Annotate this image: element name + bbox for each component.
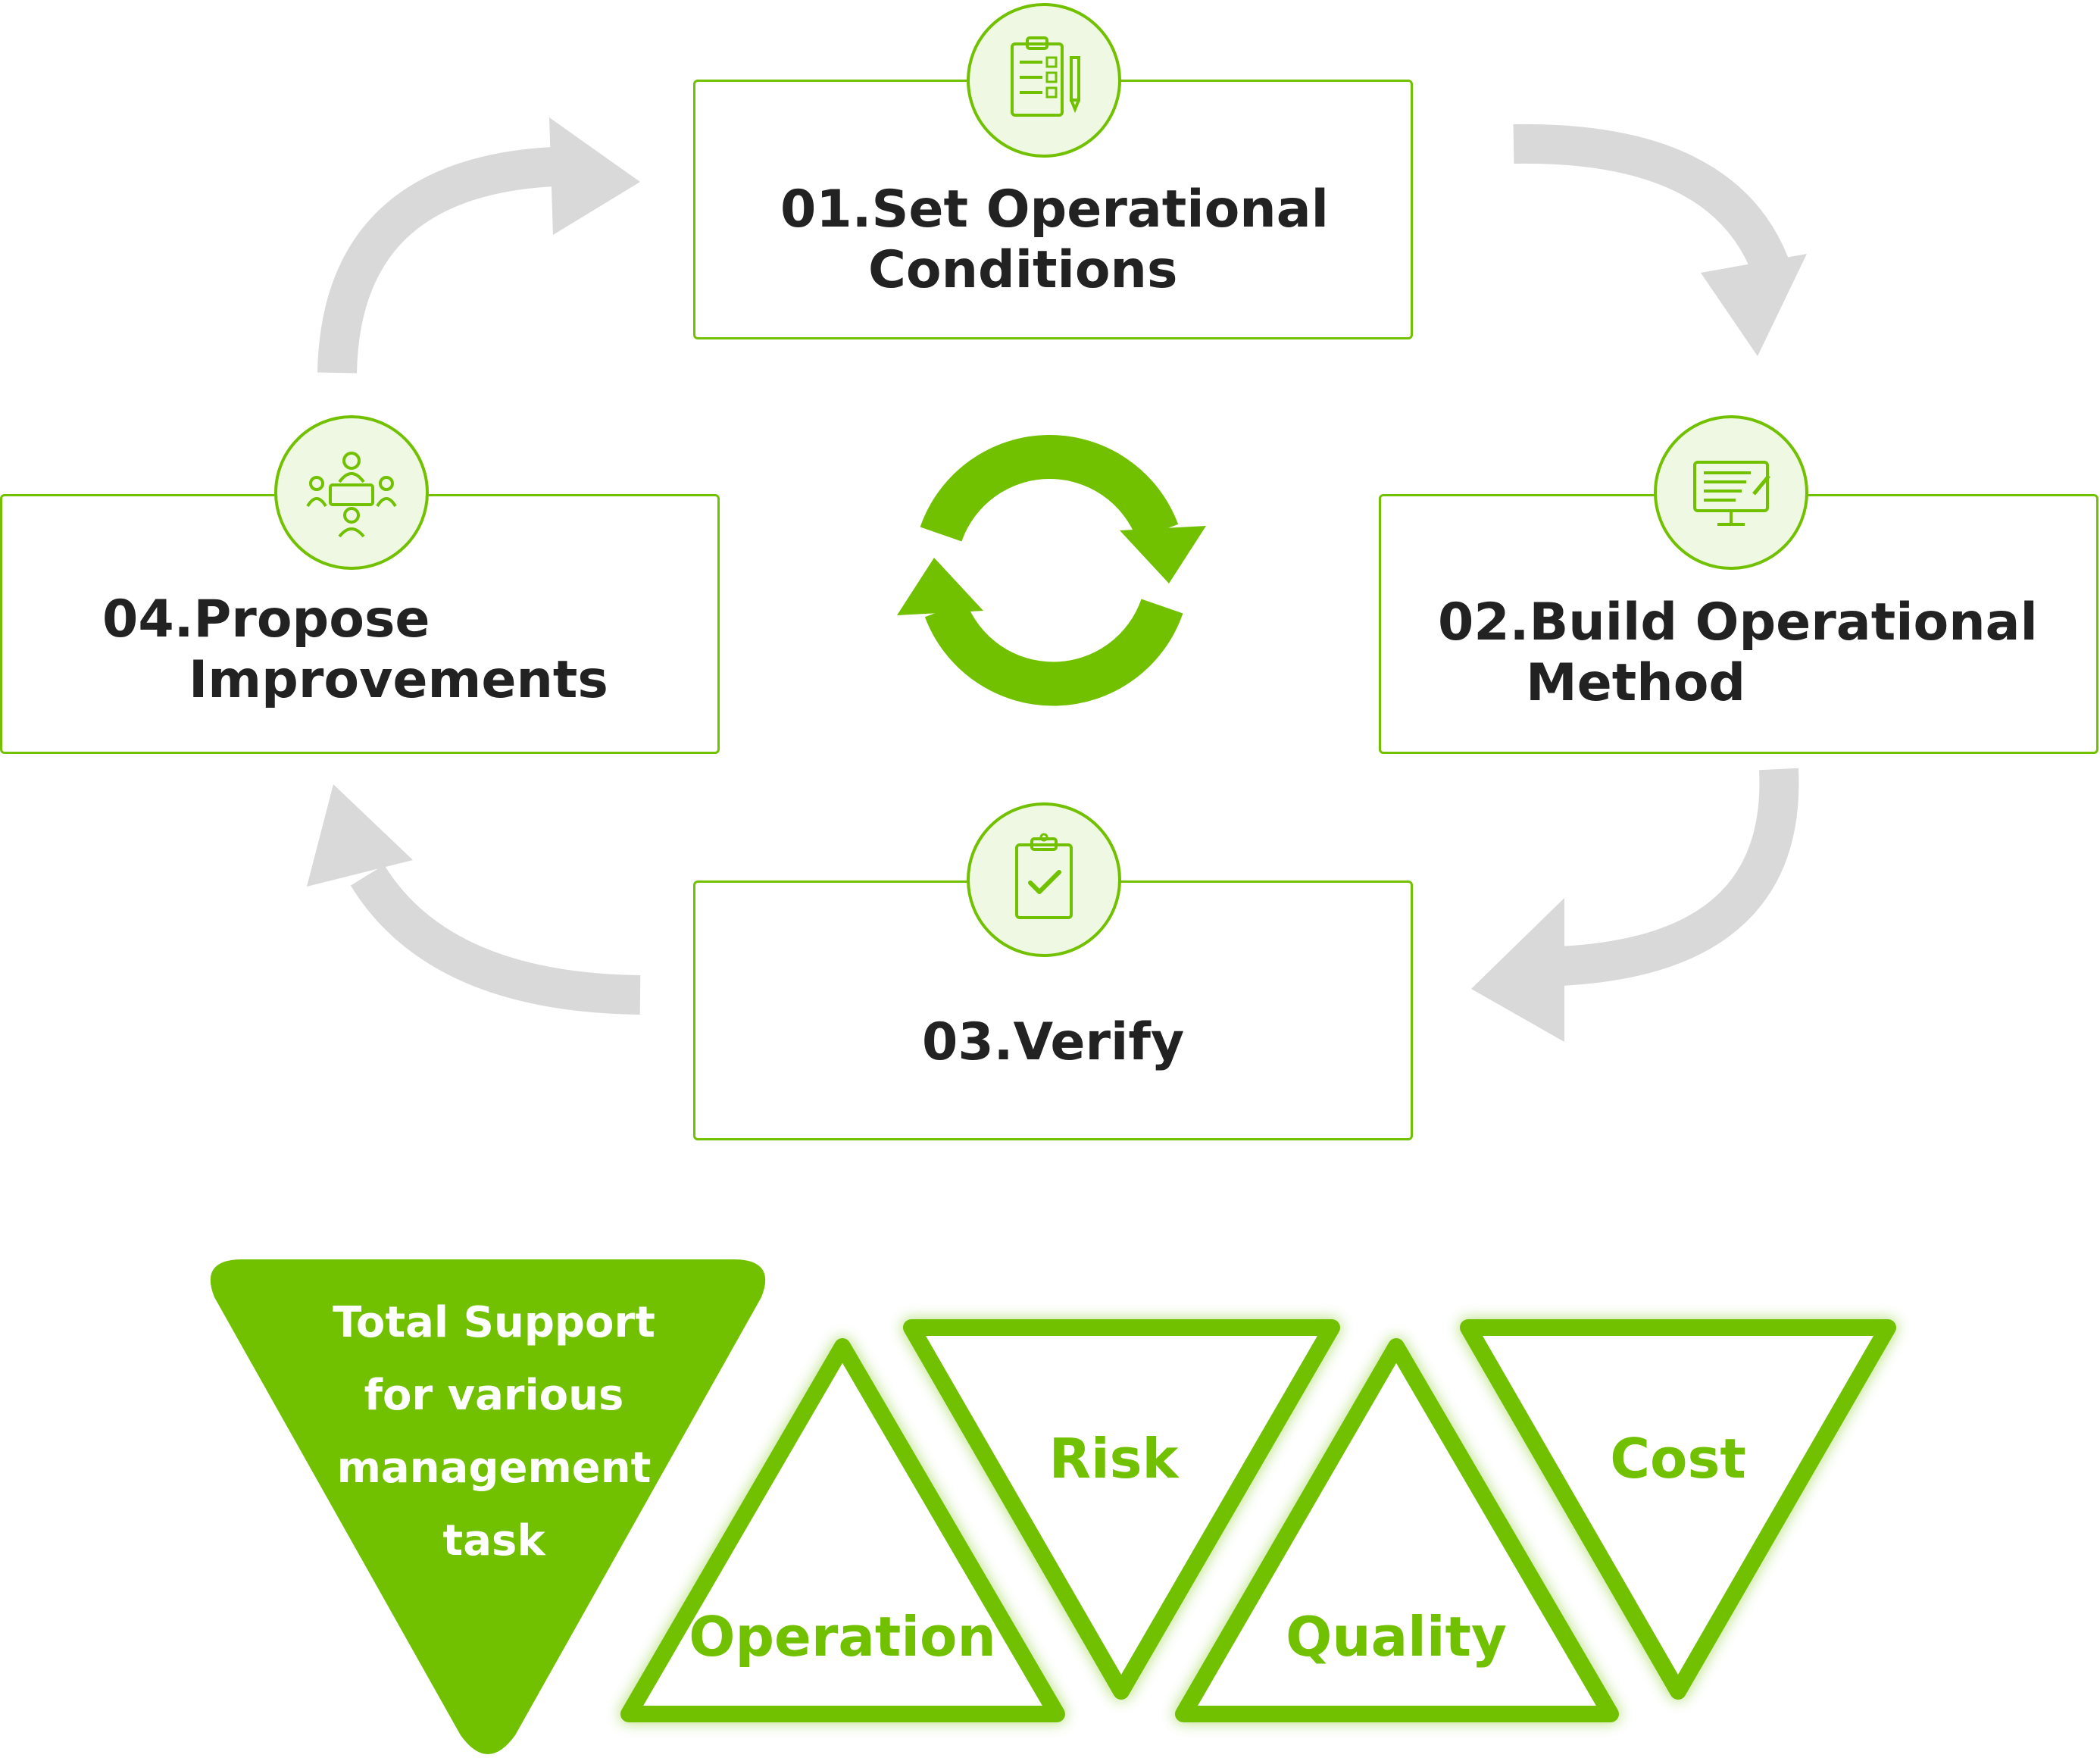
step-3-icon-badge [967, 802, 1121, 957]
step-4-title-line1: 04.Propose [102, 590, 430, 649]
cycle-arrow-2-to-3 [1471, 768, 1799, 1042]
step-4-icon-badge [274, 415, 429, 570]
category-cost: Cost [1610, 1427, 1746, 1490]
risk-triangle [902, 1318, 1342, 1701]
clipboard-check-icon [1015, 833, 1073, 919]
step-1-title-line1: 01.Set Operational [780, 180, 1329, 239]
cycle-arrow-4-to-1 [317, 117, 640, 374]
support-text-line4: task [442, 1516, 546, 1566]
step-1-icon-badge [967, 3, 1121, 158]
category-operation: Operation [689, 1605, 996, 1669]
team-meeting-icon [306, 452, 397, 538]
step-3-title: 03.Verify [922, 1012, 1185, 1072]
checklist-clipboard-icon [1011, 36, 1080, 117]
cycle-arrow-3-to-4 [307, 784, 641, 1015]
step-1-label: 01.Set Operational Conditions [780, 180, 1329, 301]
step-2-label: 02.Build Operational Method [1438, 593, 2038, 714]
step-4-title-line2: Improvements [189, 650, 608, 710]
support-text-line3: management [337, 1444, 652, 1493]
support-text-line2: for various [364, 1371, 624, 1420]
support-triangle [210, 1259, 766, 1754]
step-2-title-line2: Method [1526, 653, 1746, 713]
step-2-title-line1: 02.Build Operational [1438, 593, 2038, 652]
computer-monitor-icon [1693, 461, 1770, 526]
step-1-title-line2: Conditions [868, 240, 1178, 300]
step-3-label: 03.Verify [922, 1012, 1184, 1073]
step-2-icon-badge [1654, 415, 1808, 570]
category-quality: Quality [1286, 1605, 1507, 1669]
category-risk: Risk [1049, 1427, 1180, 1490]
support-text-line1: Total Support [333, 1298, 655, 1347]
refresh-cycle-icon [897, 435, 1206, 706]
operation-triangle [619, 1337, 1067, 1724]
cost-triangle [1458, 1318, 1898, 1701]
cycle-arrow-1-to-2 [1513, 124, 1807, 356]
quality-triangle [1173, 1337, 1620, 1724]
step-4-label: 04.Propose Improvements [102, 590, 608, 711]
